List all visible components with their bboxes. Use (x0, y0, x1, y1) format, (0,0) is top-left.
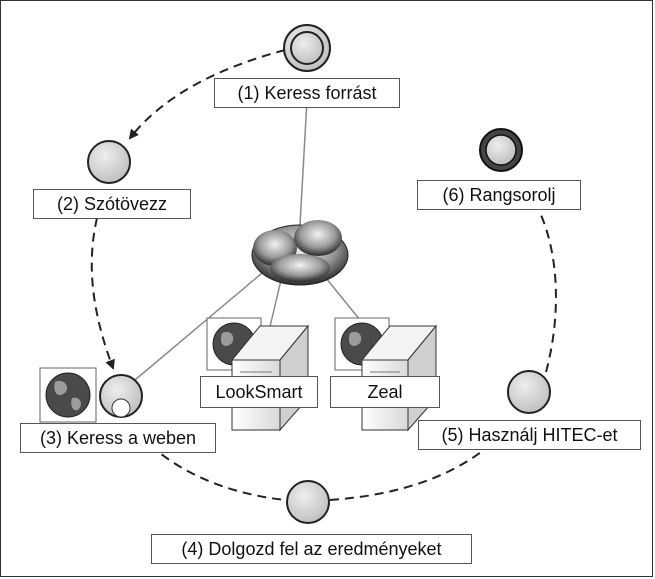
step-label-6: (6) Rangsorolj (417, 180, 581, 210)
network-links (134, 99, 361, 381)
link-cloud-zeal (325, 277, 361, 321)
step-label-1: (1) Keress forrást (214, 78, 400, 108)
step-node-1 (283, 24, 331, 72)
globe-icon (39, 367, 97, 423)
server-label-looksmart: LookSmart (200, 376, 318, 408)
step-node-4 (286, 480, 330, 524)
link-cloud-websearch (134, 267, 269, 381)
step-node-2 (87, 140, 131, 184)
cloud-icon (251, 220, 349, 286)
server-group-zeal (334, 317, 438, 432)
link-source-cloud (299, 99, 308, 226)
step-label-3: (3) Keress a weben (20, 423, 216, 453)
arrow-5-to-6 (540, 214, 557, 373)
step-label-4: (4) Dolgozd fel az eredményeket (151, 534, 472, 564)
arrow-3-to-4 (149, 444, 286, 501)
step-label-2: (2) Szótövezz (33, 189, 191, 219)
link-cloud-looksmart (267, 275, 283, 336)
server-label-zeal: Zeal (330, 376, 440, 408)
step-label-5: (5) Használj HITEC-et (418, 420, 641, 450)
arrow-2-to-3 (90, 217, 115, 370)
step-node-5 (507, 370, 551, 414)
step-node-6 (479, 128, 523, 172)
server-group-looksmart (206, 317, 310, 432)
globe-overlay-dot (111, 398, 131, 418)
